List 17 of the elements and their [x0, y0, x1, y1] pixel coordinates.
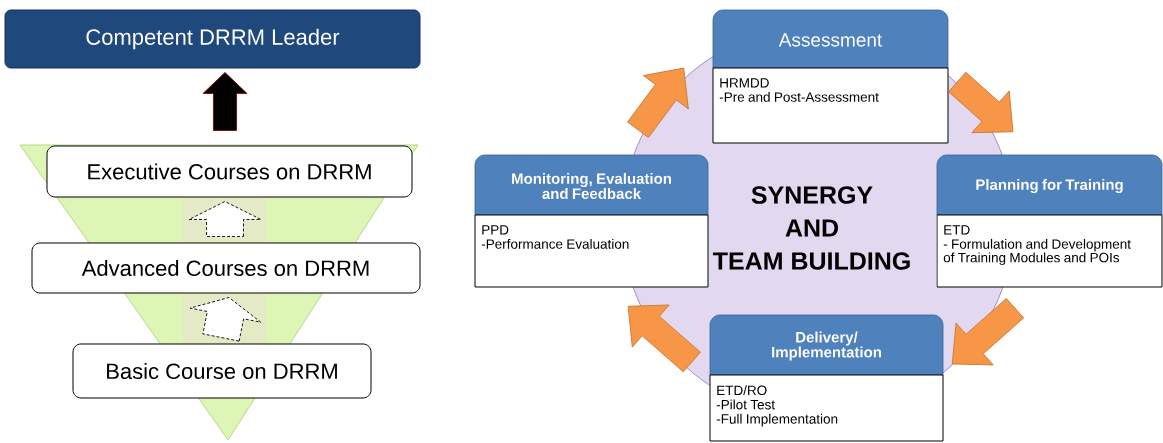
block-arrow	[202, 72, 248, 131]
title-box: Competent DRRM Leader	[4, 9, 421, 69]
block-arrow	[189, 297, 262, 342]
card-heading: Planning for Training	[976, 178, 1123, 193]
card-heading: Assessment	[778, 33, 883, 47]
center-text: SYNERGY	[751, 186, 873, 204]
block-arrow	[948, 71, 1014, 134]
card-heading: Monitoring, Evaluation and Feedback	[512, 172, 671, 199]
course-box: Executive Courses on DRRM	[46, 145, 413, 198]
course-box: Basic Course on DRRM	[72, 343, 372, 399]
card-heading: Delivery/ Implementation	[772, 331, 881, 361]
block-arrow	[627, 67, 689, 138]
block-arrow	[951, 298, 1025, 366]
center-text: AND	[785, 219, 838, 237]
course-box: Advanced Courses on DRRM	[31, 242, 421, 294]
center-text: TEAM BUILDING	[713, 252, 910, 270]
block-arrow	[627, 304, 701, 373]
